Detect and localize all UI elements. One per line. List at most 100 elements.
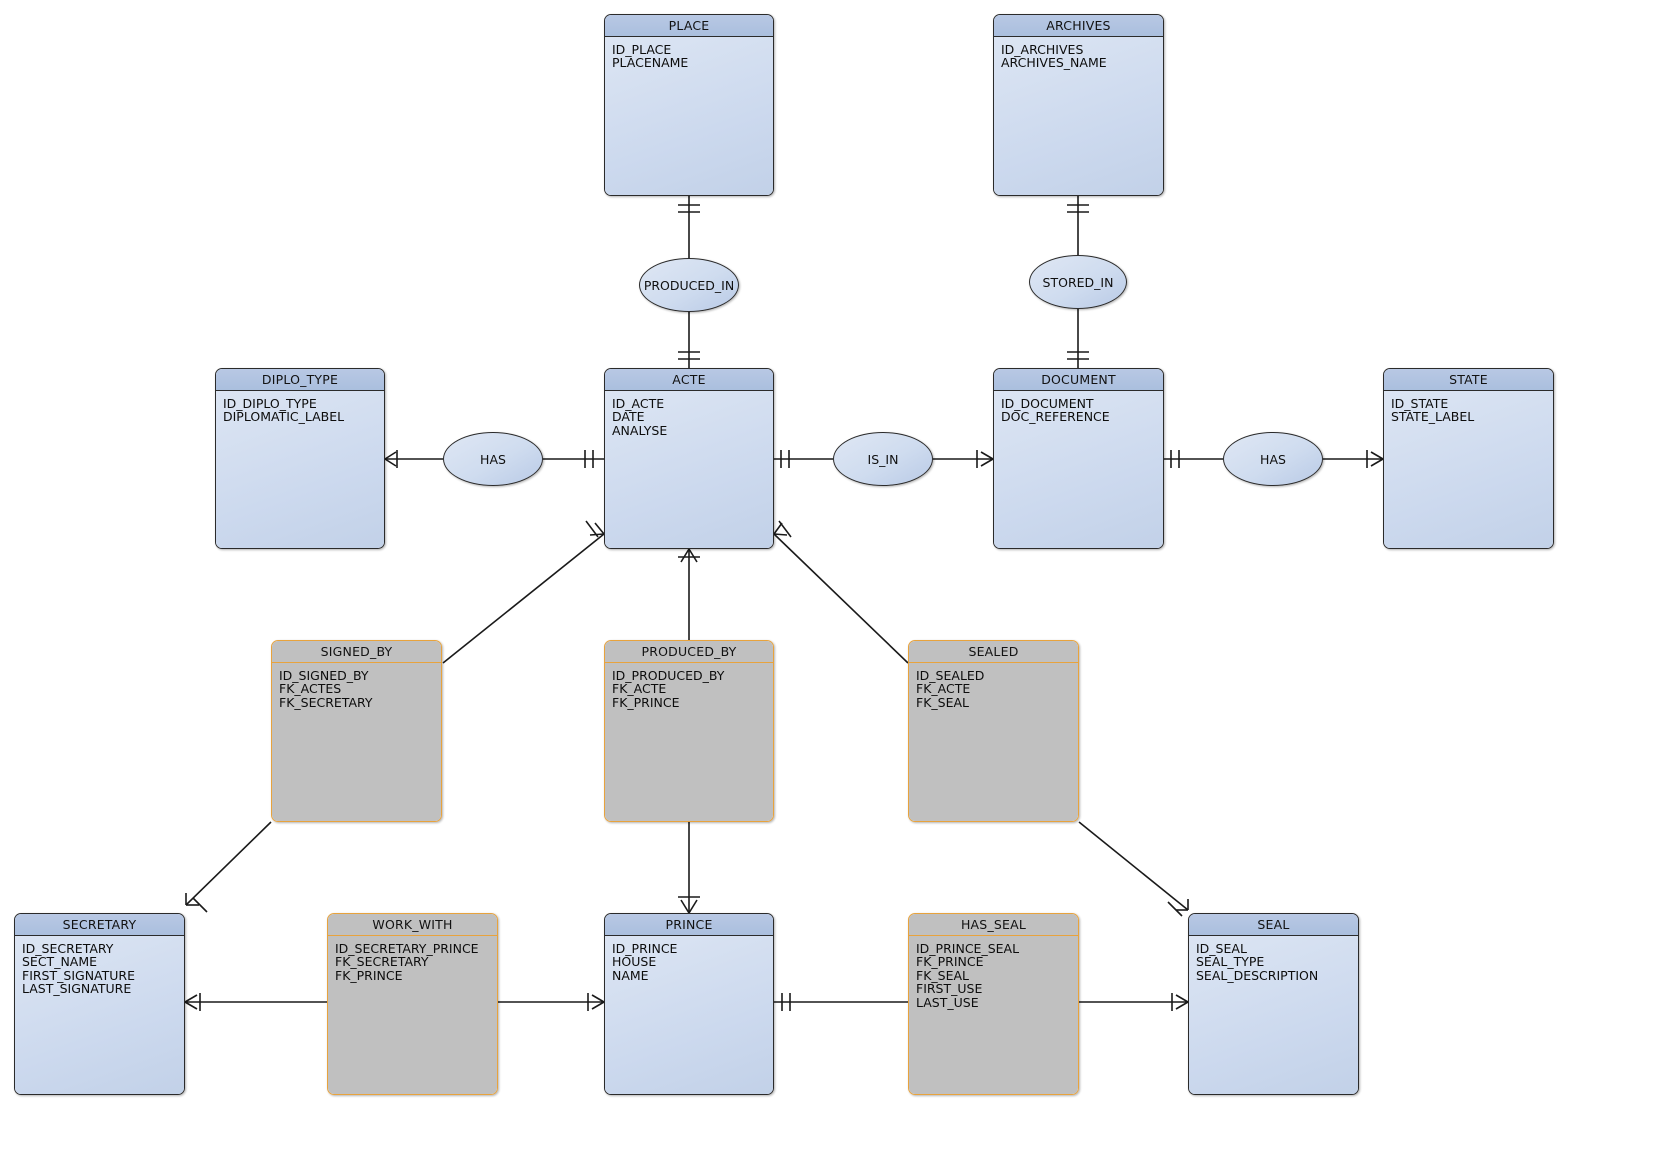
attribute: FK_PRINCE <box>612 694 680 710</box>
crow-prince-b <box>688 899 698 914</box>
entity-acte-title: ACTE <box>605 369 773 391</box>
entity-has-seal-title: HAS_SEAL <box>909 914 1078 936</box>
attribute: SEAL_DESCRIPTION <box>1196 967 1319 983</box>
edge-sealed-seal <box>1078 821 1189 911</box>
entity-seal[interactable]: SEAL ID_SEAL SEAL_TYPE SEAL_DESCRIPTION <box>1188 913 1359 1095</box>
attribute: ID_DIPLO_TYPE <box>223 396 317 411</box>
crow-hs-a <box>1175 994 1189 1003</box>
attribute: ID_PRODUCED_BY <box>612 668 725 683</box>
attribute: DATE <box>612 409 645 425</box>
crow-state-b <box>1370 458 1384 467</box>
crow-diplo-a <box>384 451 397 460</box>
attribute: LAST_SIGNATURE <box>22 981 132 997</box>
crow-acte-sl-b <box>773 522 783 535</box>
entity-secretary-title: SECRETARY <box>15 914 184 936</box>
entity-signed-by-title: SIGNED_BY <box>272 641 441 663</box>
edge-acte-sealed <box>773 533 909 664</box>
attribute: STATE_LABEL <box>1391 409 1475 425</box>
entity-state[interactable]: STATE ID_STATE STATE_LABEL <box>1383 368 1554 549</box>
attribute: ID_PLACE <box>612 42 672 57</box>
entity-diplo-type[interactable]: DIPLO_TYPE ID_DIPLO_TYPE DIPLOMATIC_LABE… <box>215 368 385 549</box>
entity-prince[interactable]: PRINCE ID_PRINCE HOUSE NAME <box>604 913 774 1095</box>
attribute: ID_SEAL <box>1196 941 1247 956</box>
tick-acte-sb <box>585 520 599 538</box>
attribute: ARCHIVES_NAME <box>1001 55 1107 71</box>
crow-doc-a <box>980 451 994 460</box>
relationship-stored-in[interactable]: STORED_IN <box>1029 255 1127 309</box>
crow-prince-a <box>680 899 690 914</box>
crow-acte-sb-a <box>589 533 605 536</box>
crow-acte-sb-b <box>594 522 605 535</box>
entity-diplo-type-attributes: ID_DIPLO_TYPE DIPLOMATIC_LABEL <box>216 391 384 548</box>
entity-document[interactable]: DOCUMENT ID_DOCUMENT DOC_REFERENCE <box>993 368 1164 549</box>
relationship-has-left-label: HAS <box>480 451 506 467</box>
entity-place-attributes: ID_PLACE PLACENAME <box>605 37 773 195</box>
attribute: ID_SECRETARY_PRINCE <box>335 941 479 956</box>
attribute: NAME <box>612 967 649 983</box>
entity-work-with[interactable]: WORK_WITH ID_SECRETARY_PRINCE FK_SECRETA… <box>327 913 498 1095</box>
entity-has-seal[interactable]: HAS_SEAL ID_PRINCE_SEAL FK_PRINCE FK_SEA… <box>908 913 1079 1095</box>
entity-state-attributes: ID_STATE STATE_LABEL <box>1384 391 1553 548</box>
crow-diplo-b <box>384 458 397 467</box>
entity-sealed-attributes: ID_SEALED FK_ACTE FK_SEAL <box>909 663 1078 821</box>
entity-acte[interactable]: ACTE ID_ACTE DATE ANALYSE <box>604 368 774 549</box>
attribute: PLACENAME <box>612 55 689 71</box>
entity-work-with-title: WORK_WITH <box>328 914 497 936</box>
relationship-has-right-label: HAS <box>1260 451 1286 467</box>
entity-produced-by-attributes: ID_PRODUCED_BY FK_ACTE FK_PRINCE <box>605 663 773 821</box>
attribute: DIPLOMATIC_LABEL <box>223 409 345 425</box>
entity-secretary-attributes: ID_SECRETARY SECT_NAME FIRST_SIGNATURE L… <box>15 936 184 1094</box>
entity-secretary[interactable]: SECRETARY ID_SECRETARY SECT_NAME FIRST_S… <box>14 913 185 1095</box>
entity-has-seal-attributes: ID_PRINCE_SEAL FK_PRINCE FK_SEAL FIRST_U… <box>909 936 1078 1094</box>
relationship-has-diplo-acte[interactable]: HAS <box>443 432 543 486</box>
relationship-produced-in-label: PRODUCED_IN <box>643 277 735 293</box>
attribute: FIRST_USE <box>916 981 983 997</box>
entity-seal-title: SEAL <box>1189 914 1358 936</box>
attribute: ID_DOCUMENT <box>1001 396 1094 411</box>
crow-wp-b <box>591 1001 605 1010</box>
entity-archives[interactable]: ARCHIVES ID_ARCHIVES ARCHIVES_NAME <box>993 14 1164 196</box>
entity-archives-attributes: ID_ARCHIVES ARCHIVES_NAME <box>994 37 1163 195</box>
relationship-is-in-label: IS_IN <box>867 451 899 467</box>
edge-signedby-secretary <box>185 821 272 906</box>
attribute: ID_SECRETARY <box>22 941 114 956</box>
entity-produced-by-title: PRODUCED_BY <box>605 641 773 663</box>
attribute: FK_PRINCE <box>335 967 403 983</box>
attribute: SEAL_TYPE <box>1196 954 1265 970</box>
crow-acte-pb-a <box>680 548 690 563</box>
attribute: ID_PRINCE <box>612 941 678 956</box>
relationship-is-in[interactable]: IS_IN <box>833 432 933 486</box>
entity-seal-attributes: ID_SEAL SEAL_TYPE SEAL_DESCRIPTION <box>1189 936 1358 1094</box>
crow-acte-sl-a <box>773 533 788 536</box>
crow-state-a <box>1370 451 1384 460</box>
entity-acte-attributes: ID_ACTE DATE ANALYSE <box>605 391 773 548</box>
attribute: FIRST_SIGNATURE <box>22 967 135 983</box>
entity-sealed[interactable]: SEALED ID_SEALED FK_ACTE FK_SEAL <box>908 640 1079 822</box>
entity-sealed-title: SEALED <box>909 641 1078 663</box>
crow-sw-a <box>184 994 198 1003</box>
entity-produced-by[interactable]: PRODUCED_BY ID_PRODUCED_BY FK_ACTE FK_PR… <box>604 640 774 822</box>
attribute: ID_SIGNED_BY <box>279 668 369 683</box>
entity-place-title: PLACE <box>605 15 773 37</box>
tick-seal-d <box>1167 901 1183 917</box>
entity-state-title: STATE <box>1384 369 1553 391</box>
entity-place[interactable]: PLACE ID_PLACE PLACENAME <box>604 14 774 196</box>
entity-signed-by[interactable]: SIGNED_BY ID_SIGNED_BY FK_ACTES FK_SECRE… <box>271 640 442 822</box>
attribute: FK_ACTE <box>916 681 971 697</box>
tick-acte-sl <box>778 520 792 538</box>
entity-document-title: DOCUMENT <box>994 369 1163 391</box>
entity-prince-attributes: ID_PRINCE HOUSE NAME <box>605 936 773 1094</box>
attribute: HOUSE <box>612 954 657 970</box>
relationship-has-document-state[interactable]: HAS <box>1223 432 1323 486</box>
attribute: LAST_USE <box>916 994 979 1010</box>
attribute: DOC_REFERENCE <box>1001 409 1110 425</box>
crow-acte-pb-b <box>688 548 698 563</box>
entity-work-with-attributes: ID_SECRETARY_PRINCE FK_SECRETARY FK_PRIN… <box>328 936 497 1094</box>
attribute: FK_SEAL <box>916 967 969 983</box>
relationship-stored-in-label: STORED_IN <box>1042 274 1114 290</box>
attribute: FK_SECRETARY <box>279 694 373 710</box>
relationship-produced-in[interactable]: PRODUCED_IN <box>639 258 739 312</box>
entity-archives-title: ARCHIVES <box>994 15 1163 37</box>
